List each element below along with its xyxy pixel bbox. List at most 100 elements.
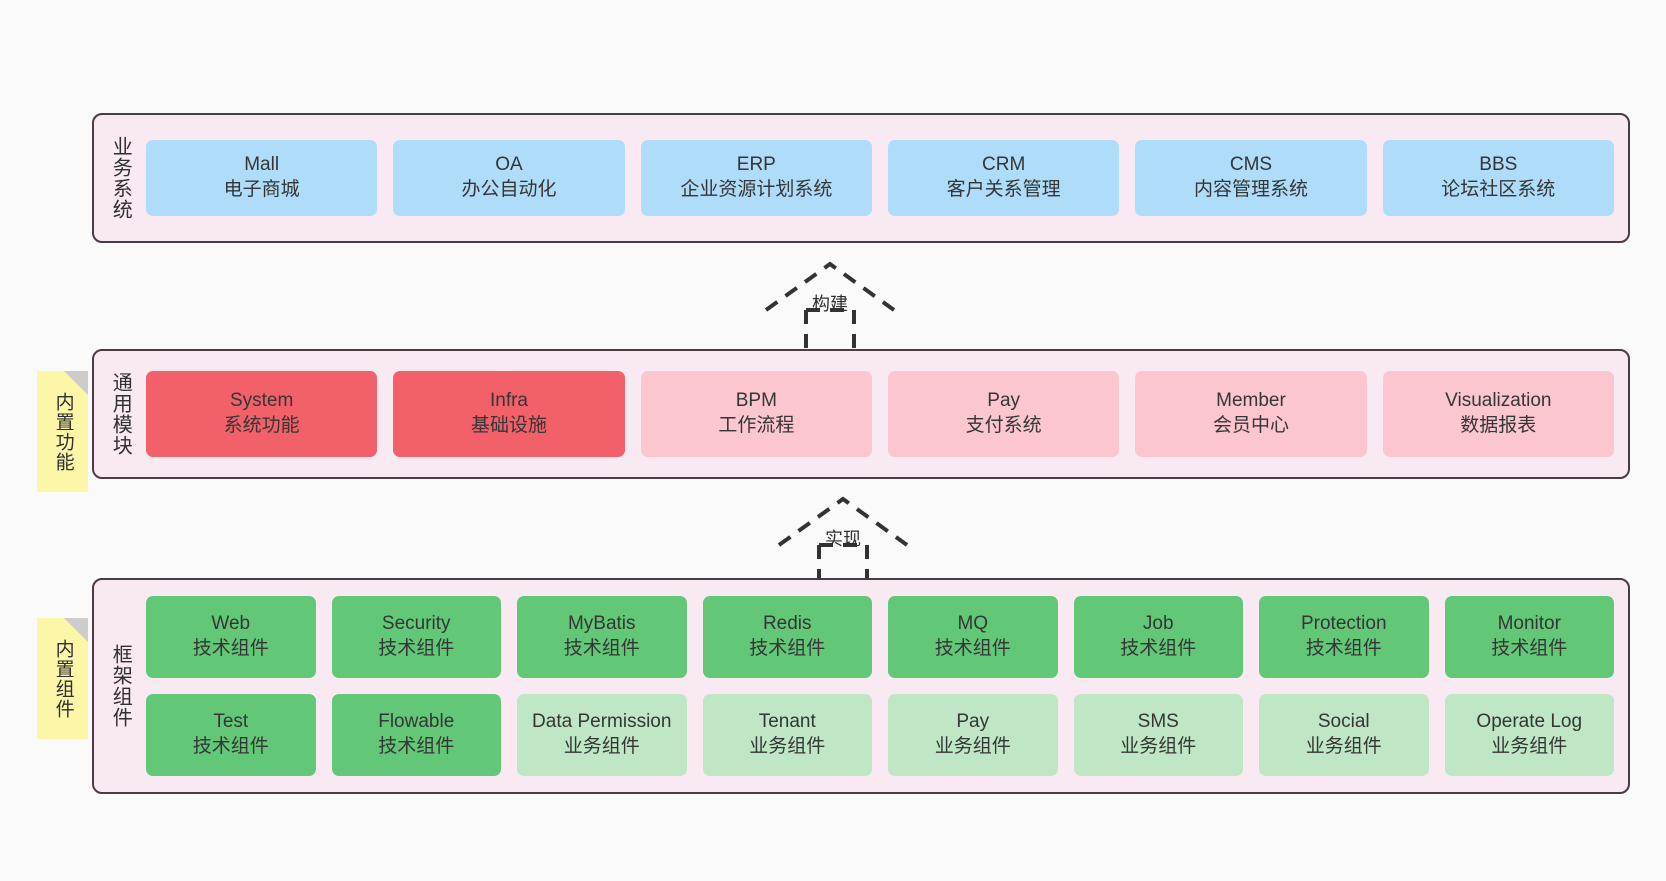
connector-shaft-dashed — [817, 543, 869, 583]
card-job[interactable]: Job 技术组件 — [1073, 596, 1243, 678]
card-title-en: CMS — [1229, 154, 1273, 176]
card-row: System 系统功能 Infra 基础设施 BPM 工作流程 Pay 支付系统… — [146, 371, 1614, 457]
card-tenant[interactable]: Tenant 业务组件 — [702, 694, 872, 776]
card-crm[interactable]: CRM 客户关系管理 — [887, 140, 1120, 216]
card-test[interactable]: Test 技术组件 — [146, 694, 316, 776]
card-title-en: CRM — [982, 154, 1026, 176]
card-title-cn: 电子商城 — [223, 179, 300, 200]
card-title-cn: 技术组件 — [1305, 638, 1382, 659]
card-data-permission[interactable]: Data Permission 业务组件 — [517, 694, 687, 776]
card-title-en: MyBatis — [567, 613, 636, 635]
card-title-cn: 业务组件 — [1120, 736, 1197, 757]
card-title-cn: 业务组件 — [1305, 736, 1382, 757]
card-row: Web 技术组件 Security 技术组件 MyBatis 技术组件 Redi… — [146, 596, 1614, 678]
card-title-en: MQ — [957, 613, 989, 635]
card-member[interactable]: Member 会员中心 — [1135, 371, 1367, 457]
note-built-in-components: 内置组件 — [37, 618, 88, 739]
card-title-cn: 支付系统 — [965, 415, 1042, 436]
card-redis[interactable]: Redis 技术组件 — [702, 596, 872, 678]
card-pay-business[interactable]: Pay 业务组件 — [888, 694, 1058, 776]
card-title-cn: 技术组件 — [378, 638, 455, 659]
card-title-en: Security — [381, 613, 451, 635]
card-mybatis[interactable]: MyBatis 技术组件 — [517, 596, 687, 678]
layer-title-framework-components: 框架组件 — [109, 644, 132, 728]
card-title-en: Social — [1317, 711, 1370, 733]
connector-label-build: 构建 — [812, 294, 848, 314]
card-title-cn: 技术组件 — [378, 736, 455, 757]
card-title-en: OA — [495, 154, 523, 176]
layer-framework-components: 框架组件 Web 技术组件 Security 技术组件 MyBatis 技术组件… — [92, 578, 1630, 794]
card-title-en: Tenant — [758, 711, 816, 733]
connector-implement: 实现 — [773, 493, 913, 585]
layer-body-business-systems: Mall 电子商城 OA 办公自动化 ERP 企业资源计划系统 CRM 客户关系… — [146, 115, 1628, 241]
layer-title-common-modules: 通用模块 — [109, 372, 132, 456]
card-title-cn: 技术组件 — [192, 736, 269, 757]
card-protection[interactable]: Protection 技术组件 — [1259, 596, 1429, 678]
note-label: 内置功能 — [52, 391, 74, 472]
connector-build: 构建 — [760, 258, 900, 350]
card-title-en: Data Permission — [532, 711, 672, 733]
note-label: 内置组件 — [52, 638, 74, 719]
card-title-en: System — [229, 390, 294, 412]
card-title-en: Pay — [956, 711, 990, 733]
card-system[interactable]: System 系统功能 — [146, 371, 378, 457]
card-title-en: Monitor — [1497, 613, 1561, 635]
card-title-en: Member — [1216, 390, 1286, 412]
card-sms[interactable]: SMS 业务组件 — [1073, 694, 1243, 776]
card-row: Mall 电子商城 OA 办公自动化 ERP 企业资源计划系统 CRM 客户关系… — [146, 140, 1614, 216]
card-title-cn: 论坛社区系统 — [1441, 179, 1556, 200]
layer-common-modules: 通用模块 System 系统功能 Infra 基础设施 BPM 工作流程 Pay… — [92, 349, 1630, 479]
card-security[interactable]: Security 技术组件 — [331, 596, 501, 678]
card-cms[interactable]: CMS 内容管理系统 — [1135, 140, 1367, 216]
connector-shaft-dashed — [804, 308, 856, 348]
card-title-cn: 业务组件 — [749, 736, 826, 757]
card-mall[interactable]: Mall 电子商城 — [146, 140, 378, 216]
card-monitor[interactable]: Monitor 技术组件 — [1444, 596, 1614, 678]
card-title-en: Job — [1142, 613, 1174, 635]
card-social[interactable]: Social 业务组件 — [1259, 694, 1429, 776]
card-title-cn: 会员中心 — [1212, 415, 1289, 436]
layer-title-business-systems: 业务系统 — [109, 136, 132, 220]
card-title-en: Flowable — [378, 711, 455, 733]
card-row: Test 技术组件 Flowable 技术组件 Data Permission … — [146, 694, 1614, 776]
card-bpm[interactable]: BPM 工作流程 — [640, 371, 872, 457]
card-title-en: BPM — [735, 390, 777, 412]
card-title-cn: 客户关系管理 — [946, 179, 1061, 200]
card-title-cn: 技术组件 — [1120, 638, 1197, 659]
card-infra[interactable]: Infra 基础设施 — [393, 371, 625, 457]
card-title-en: Protection — [1300, 613, 1387, 635]
arrowhead-triangle-dashed — [764, 261, 896, 312]
card-title-en: SMS — [1137, 711, 1179, 733]
card-bbs[interactable]: BBS 论坛社区系统 — [1382, 140, 1614, 216]
card-title-en: Visualization — [1445, 390, 1552, 412]
card-erp[interactable]: ERP 企业资源计划系统 — [640, 140, 872, 216]
arrowhead-triangle-dashed — [777, 496, 909, 547]
card-title-en: BBS — [1479, 154, 1518, 176]
card-title-cn: 工作流程 — [718, 415, 795, 436]
card-flowable[interactable]: Flowable 技术组件 — [331, 694, 501, 776]
card-title-cn: 技术组件 — [934, 638, 1011, 659]
card-title-cn: 系统功能 — [223, 415, 300, 436]
layer-body-common-modules: System 系统功能 Infra 基础设施 BPM 工作流程 Pay 支付系统… — [146, 351, 1628, 477]
card-title-en: Redis — [762, 613, 812, 635]
card-title-en: ERP — [736, 154, 776, 176]
card-operate-log[interactable]: Operate Log 业务组件 — [1444, 694, 1614, 776]
layer-business-systems: 业务系统 Mall 电子商城 OA 办公自动化 ERP 企业资源计划系统 CRM… — [92, 113, 1630, 243]
card-visualization[interactable]: Visualization 数据报表 — [1382, 371, 1614, 457]
card-title-cn: 内容管理系统 — [1193, 179, 1308, 200]
card-pay[interactable]: Pay 支付系统 — [887, 371, 1120, 457]
card-web[interactable]: Web 技术组件 — [146, 596, 316, 678]
card-title-cn: 技术组件 — [749, 638, 826, 659]
card-title-cn: 数据报表 — [1460, 415, 1537, 436]
card-title-en: Pay — [987, 390, 1021, 412]
card-title-en: Test — [213, 711, 249, 733]
card-title-cn: 技术组件 — [192, 638, 269, 659]
card-title-cn: 技术组件 — [563, 638, 640, 659]
card-title-cn: 业务组件 — [1491, 736, 1568, 757]
card-oa[interactable]: OA 办公自动化 — [393, 140, 625, 216]
card-title-en: Mall — [244, 154, 280, 176]
card-mq[interactable]: MQ 技术组件 — [888, 596, 1058, 678]
card-title-cn: 业务组件 — [563, 736, 640, 757]
card-title-cn: 基础设施 — [470, 415, 547, 436]
